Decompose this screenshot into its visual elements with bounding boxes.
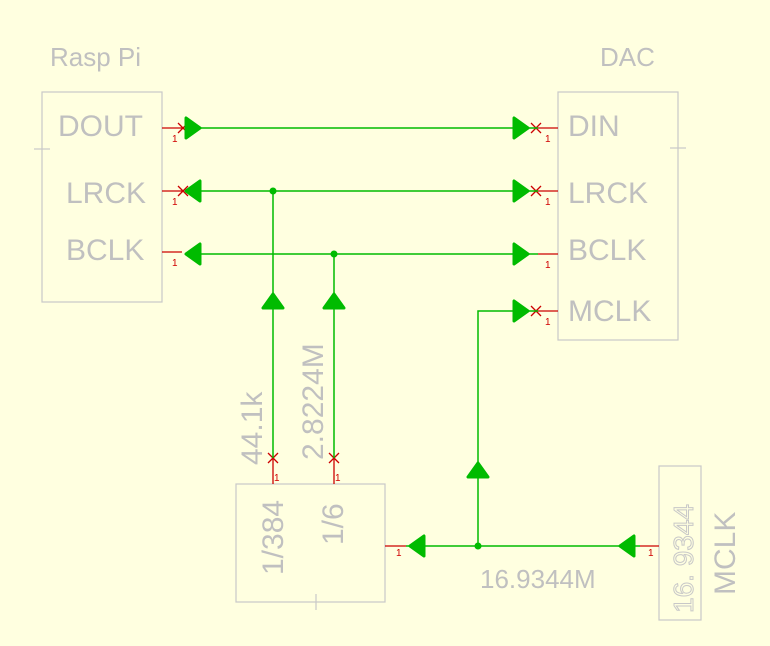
mclk-source-value: 16. 9344 — [668, 504, 699, 613]
arrow-icon — [322, 292, 346, 310]
dac-pin-bclk-label: BCLK — [568, 234, 646, 267]
dac-pin-bclk-num: 1 — [545, 260, 551, 271]
dac-pin-din-num: 1 — [545, 134, 551, 145]
divider-out2-label: 2.8224M — [297, 343, 330, 460]
arrow-icon — [618, 534, 636, 558]
direction-arrows — [184, 116, 636, 558]
divider-body — [235, 483, 386, 603]
dac-title: DAC — [600, 42, 655, 72]
mclk-source-body — [658, 465, 702, 621]
divider-pin-in-num: 1 — [396, 548, 402, 559]
arrow-icon — [261, 292, 285, 310]
divider-in1-label: 1/384 — [257, 500, 290, 575]
arrow-icon — [184, 179, 202, 203]
divider-pin-out2-num: 1 — [335, 473, 341, 484]
dac-pin-din-label: DIN — [568, 110, 620, 143]
arrow-icon — [184, 116, 202, 140]
divider-component[interactable]: 1/384 1/6 44.1k 2.8224M 1 1 1 — [235, 343, 406, 610]
mclk-source-component[interactable]: 16. 9344 MCLK 1 — [640, 465, 742, 621]
raspi-pin-bclk-num: 1 — [172, 258, 178, 269]
dac-pin-mclk-label: MCLK — [568, 295, 651, 328]
wire-mclk-dac[interactable] — [477, 310, 538, 546]
arrow-icon — [512, 116, 530, 140]
junction-lrck — [269, 187, 277, 195]
junction-bclk — [330, 250, 338, 258]
dac-pin-lrck-label: LRCK — [568, 177, 648, 210]
raspi-pin-dout-label: DOUT — [58, 110, 143, 143]
divider-in2-label: 1/6 — [317, 503, 350, 545]
arrow-icon — [512, 242, 530, 266]
raspi-component[interactable]: Rasp Pi DOUT LRCK BCLK 1 1 1 — [34, 42, 189, 303]
junction-mclk — [474, 542, 482, 550]
arrow-icon — [466, 461, 490, 479]
raspi-pin-lrck-label: LRCK — [66, 177, 146, 210]
arrow-icon — [408, 534, 426, 558]
mclk-net-label: 16.9344M — [480, 564, 596, 594]
mclk-source-pin-num: 1 — [648, 548, 654, 559]
raspi-body — [41, 91, 163, 303]
arrow-icon — [184, 242, 202, 266]
divider-pin-out1-num: 1 — [274, 473, 280, 484]
arrow-icon — [512, 179, 530, 203]
raspi-pin-dout-num: 1 — [172, 134, 178, 145]
dac-pin-mclk-num: 1 — [545, 317, 551, 328]
dac-pin-lrck-num: 1 — [545, 197, 551, 208]
raspi-pin-lrck-num: 1 — [172, 197, 178, 208]
raspi-pin-bclk-label: BCLK — [66, 234, 144, 267]
arrow-icon — [512, 299, 530, 323]
raspi-title: Rasp Pi — [50, 42, 141, 72]
dac-component[interactable]: DAC DIN LRCK BCLK MCLK 1 1 1 1 — [530, 42, 686, 341]
mclk-source-label: MCLK — [709, 512, 742, 595]
divider-out1-label: 44.1k — [236, 391, 269, 465]
raspi-pin-lrck-x — [177, 185, 189, 197]
dac-body — [557, 91, 679, 341]
